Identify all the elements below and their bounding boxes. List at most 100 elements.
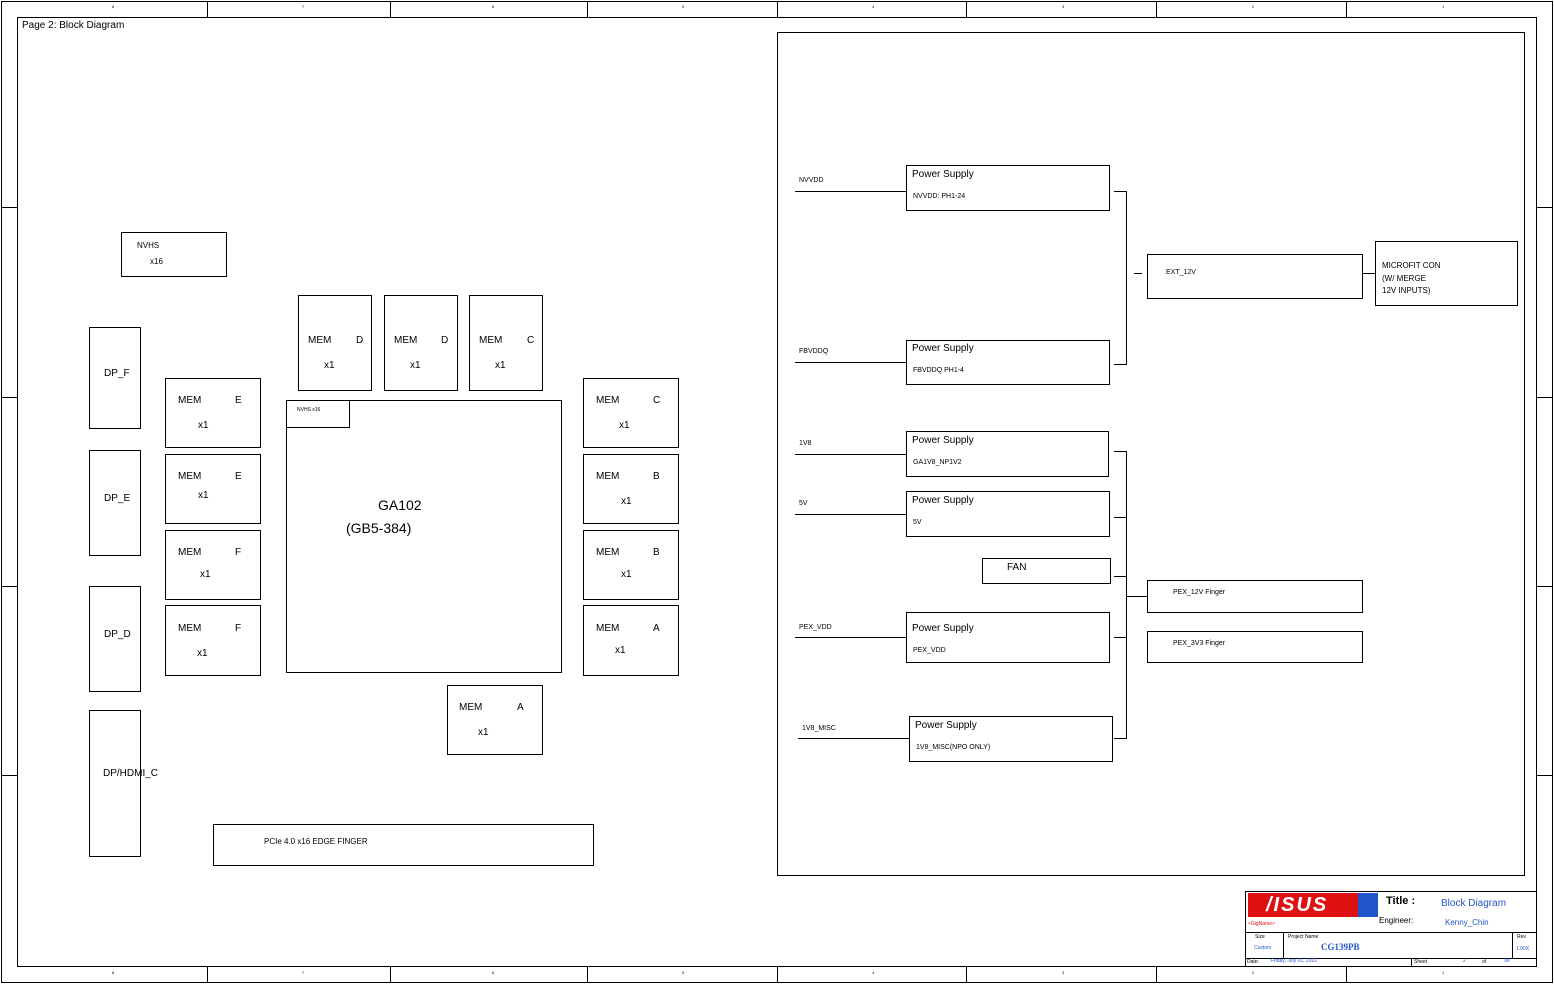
mem-label: MEM [459,702,483,713]
dp-port-block: DP_F [89,327,141,429]
mem-mult: x1 [619,420,630,431]
pex-12v-label: PEX_12V Finger [1173,589,1226,596]
power-supply-detail: NVVDD: PH1-24 [913,193,966,200]
project-label: Project Name [1288,934,1319,940]
microfit-line: MICROFIT CON [1382,261,1441,270]
dp-port-block: DP_E [89,450,141,556]
of-value: 99 [1504,958,1510,964]
mem-mult: x1 [621,569,632,580]
power-supply-block: Power Supply 1V8_MISC(NPO ONLY) [909,716,1113,762]
power-supply-detail: PEX_VDD [913,647,946,654]
power-supply-title: Power Supply [912,169,974,180]
net-label: 1V8_MISC [802,725,836,732]
net-label: 1V8 [799,440,812,447]
mem-mult: x1 [615,645,626,656]
title-value: Block Diagram [1441,898,1507,909]
mem-label: MEM [308,335,332,346]
dp-port-label: DP_F [104,368,130,379]
mem-block: MEM F x1 [165,530,261,600]
mem-mult: x1 [478,727,489,738]
gpu-block: NVHS x16 GA102 (GB5-384) [286,400,562,673]
net-label: 5V [799,500,808,507]
dp-port-block: DP_D [89,586,141,692]
power-supply-detail: FBVDDQ PH1-4 [913,367,964,374]
microfit-connector-block: MICROFIT CON (W/ MERGE 12V INPUTS) [1375,241,1518,306]
mem-channel: E [235,471,242,482]
net-label: NVVDD [799,177,824,184]
gpu-nvhs-port: NVHS x16 [286,400,350,428]
pex-12v-finger-block: PEX_12V Finger [1147,580,1363,613]
nvhs-lanes: x16 [150,257,163,266]
mem-channel: B [653,547,660,558]
size-label: Size [1255,934,1265,940]
power-supply-block: Power Supply NVVDD: PH1-24 [906,165,1110,211]
mem-channel: B [653,471,660,482]
mem-label: MEM [596,623,620,634]
power-supply-title: Power Supply [912,435,974,446]
power-supply-block: Power Supply 5V [906,491,1110,537]
mem-channel: E [235,395,242,406]
sheet-value: 2 [1463,958,1466,964]
dp-port-label: DP_E [104,493,131,504]
mem-label: MEM [178,471,202,482]
power-supply-detail: 1V8_MISC(NPO ONLY) [916,744,991,751]
engineer-value: Kenny_Chin [1445,918,1489,927]
title-block: /ISUS <GigName> Title : Block Diagram En… [1245,891,1537,967]
mem-label: MEM [596,547,620,558]
of-label: of [1482,959,1487,965]
mem-channel: A [653,623,660,634]
mem-block: MEM D x1 [384,295,458,391]
rev-label: Rev [1517,934,1526,940]
power-supply-detail: GA1V8_NP1V2 [913,459,962,466]
dp-port-label: DP/HDMI_C [103,768,159,779]
mem-label: MEM [178,623,202,634]
mem-mult: x1 [197,648,208,659]
mem-mult: x1 [495,360,506,371]
mem-block: MEM A x1 [447,685,543,755]
brand-logo-bg: /ISUS [1248,893,1378,917]
mem-block: MEM B x1 [583,530,679,600]
engineer-label: Engineer: [1379,916,1414,925]
gig-name: <GigName> [1248,921,1275,927]
net-label: PEX_VDD [799,624,832,631]
mem-block: MEM D x1 [298,295,372,391]
mem-label: MEM [178,547,202,558]
mem-channel: F [235,623,242,634]
mem-label: MEM [596,471,620,482]
mem-mult: x1 [200,569,211,580]
brand-logo: /ISUS [1266,894,1329,916]
pcie-edge-finger-block: PCIe 4.0 x16 EDGE FINGER [213,824,594,866]
net-label: FBVDDQ [799,348,829,355]
fan-label: FAN [1007,562,1027,573]
nvhs-name: NVHS [137,241,160,250]
mem-label: MEM [394,335,418,346]
power-supply-title: Power Supply [912,495,974,506]
mem-label: MEM [178,395,202,406]
dp-port-label: DP_D [104,629,131,640]
mem-mult: x1 [324,360,335,371]
power-supply-block: Power Supply PEX_VDD [906,612,1110,663]
date-label: Date: [1247,959,1259,965]
title-label: Title : [1386,895,1416,907]
project-value: CG139PB [1321,942,1360,952]
mem-channel: D [356,335,364,346]
nvhs-block: NVHS x16 [121,232,227,277]
mem-mult: x1 [198,490,209,501]
dp-hdmi-port-block: DP/HDMI_C [89,710,158,857]
mem-block: MEM E x1 [165,454,261,524]
power-supply-title: Power Supply [915,720,977,731]
mem-block: MEM E x1 [165,378,261,448]
gpu-name: GA102 [378,497,422,513]
microfit-line: (W/ MERGE [1382,274,1426,283]
date-value: Friday, July 01, 2022 [1271,958,1318,964]
mem-block: MEM C x1 [583,378,679,448]
mem-channel: C [527,335,535,346]
power-supply-detail: 5V [913,519,922,526]
mem-mult: x1 [198,420,209,431]
pex-3v3-finger-block: PEX_3V3 Finger [1147,631,1363,663]
mem-mult: x1 [410,360,421,371]
pex-3v3-label: PEX_3V3 Finger [1173,640,1226,647]
ext-12v-block: EXT_12V [1147,254,1363,299]
power-supply-title: Power Supply [912,623,974,634]
